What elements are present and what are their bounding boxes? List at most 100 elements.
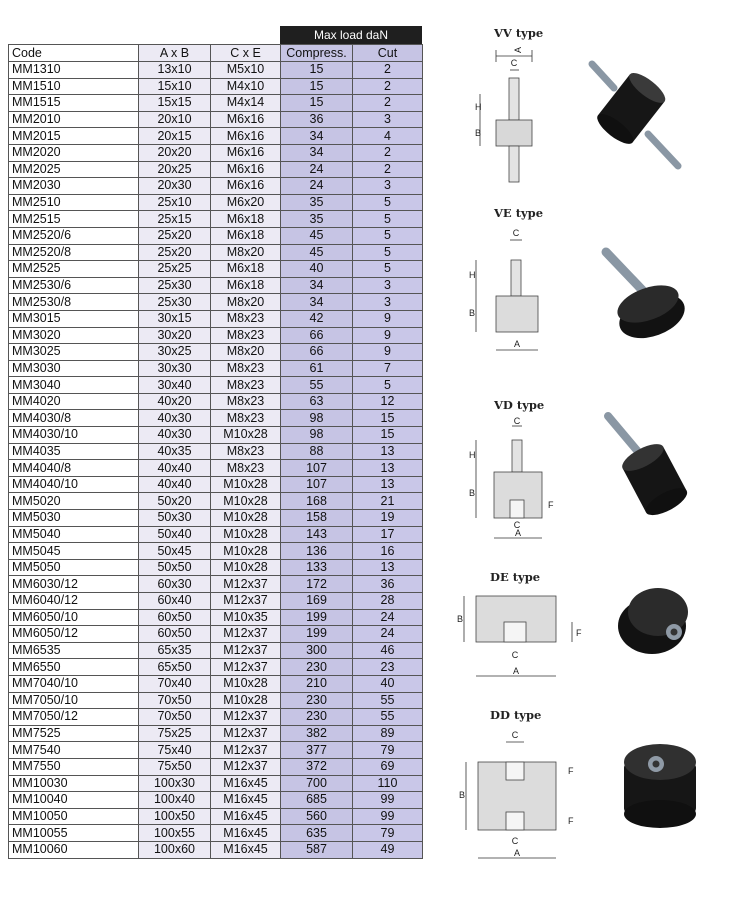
- cell-compress: 66: [280, 343, 353, 361]
- cell-code: MM7540: [8, 741, 139, 759]
- cell-ce: M6x18: [210, 226, 281, 245]
- cell-cut: 3: [352, 293, 423, 311]
- cell-ab: 25x30: [138, 293, 211, 311]
- cell-compress: 685: [280, 791, 353, 809]
- cell-ab: 20x25: [138, 160, 211, 179]
- cell-code: MM2015: [8, 127, 139, 145]
- cell-code: MM4035: [8, 442, 139, 461]
- cell-compress: 98: [280, 409, 353, 428]
- header-code: Code: [8, 44, 139, 62]
- cell-code: MM7040/10: [8, 674, 139, 693]
- cell-cut: 4: [352, 127, 423, 145]
- cell-compress: 66: [280, 326, 353, 345]
- cell-compress: 98: [280, 426, 353, 444]
- cell-ce: M12x37: [210, 708, 281, 726]
- cell-compress: 372: [280, 757, 353, 776]
- cell-cut: 19: [352, 509, 423, 527]
- cell-code: MM5050: [8, 558, 139, 577]
- max-load-header: Max load daN: [280, 26, 422, 44]
- cell-cut: 13: [352, 475, 423, 494]
- header-ce: C x E: [210, 44, 281, 62]
- cell-cut: 2: [352, 143, 423, 162]
- cell-ce: M6x16: [210, 160, 281, 179]
- cell-ab: 40x30: [138, 409, 211, 428]
- dd-dim-f-bottom: F: [568, 816, 574, 826]
- cell-cut: 55: [352, 691, 423, 710]
- cell-cut: 5: [352, 210, 423, 228]
- cell-ce: M10x28: [210, 475, 281, 494]
- cell-ab: 50x30: [138, 509, 211, 527]
- cell-ab: 50x45: [138, 542, 211, 560]
- cell-compress: 230: [280, 691, 353, 710]
- cell-code: MM3030: [8, 359, 139, 378]
- cell-code: MM6040/12: [8, 592, 139, 610]
- cell-code: MM5040: [8, 525, 139, 544]
- cell-ce: M6x16: [210, 110, 281, 129]
- cell-cut: 24: [352, 625, 423, 643]
- cell-ab: 100x55: [138, 824, 211, 842]
- cell-code: MM6030/12: [8, 575, 139, 593]
- cell-compress: 61: [280, 359, 353, 378]
- cell-ce: M12x37: [210, 575, 281, 593]
- cell-ab: 100x60: [138, 840, 211, 859]
- cell-ce: M6x16: [210, 143, 281, 162]
- cell-compress: 15: [280, 77, 353, 96]
- vd-type-product-image: [604, 412, 688, 516]
- cell-code: MM10055: [8, 824, 139, 842]
- ve-dim-h: H: [469, 270, 476, 280]
- cell-code: MM4040/10: [8, 475, 139, 494]
- cell-ab: 75x50: [138, 757, 211, 776]
- cell-ab: 40x20: [138, 392, 211, 411]
- cell-ab: 20x30: [138, 177, 211, 195]
- cell-cut: 110: [352, 774, 423, 793]
- cell-ab: 60x50: [138, 608, 211, 627]
- cell-code: MM10060: [8, 840, 139, 859]
- cell-compress: 169: [280, 592, 353, 610]
- cell-compress: 34: [280, 293, 353, 311]
- cell-ab: 40x30: [138, 426, 211, 444]
- cell-cut: 49: [352, 840, 423, 859]
- vv-type-diagram: A C H B: [475, 47, 533, 183]
- cell-cut: 2: [352, 160, 423, 179]
- vd-dim-c-top: C: [514, 416, 521, 426]
- cell-cut: 12: [352, 392, 423, 411]
- cell-cut: 3: [352, 276, 423, 295]
- vd-dim-b: B: [469, 488, 475, 498]
- cell-compress: 199: [280, 625, 353, 643]
- cell-compress: 63: [280, 392, 353, 411]
- cell-ce: M16x45: [210, 807, 281, 826]
- dd-dim-b: B: [459, 790, 465, 800]
- cell-cut: 69: [352, 757, 423, 776]
- cell-compress: 24: [280, 177, 353, 195]
- cell-code: MM3040: [8, 376, 139, 394]
- cell-ce: M10x35: [210, 608, 281, 627]
- cell-code: MM7550: [8, 757, 139, 776]
- cell-compress: 210: [280, 674, 353, 693]
- cell-compress: 199: [280, 608, 353, 627]
- cell-compress: 172: [280, 575, 353, 593]
- cell-ab: 100x50: [138, 807, 211, 826]
- cell-compress: 36: [280, 110, 353, 129]
- cell-compress: 143: [280, 525, 353, 544]
- cell-compress: 40: [280, 260, 353, 278]
- cell-compress: 700: [280, 774, 353, 793]
- cell-cut: 99: [352, 807, 423, 826]
- table-header-row: Code A x B C x E Compress. Cut: [8, 44, 423, 62]
- cell-ce: M16x45: [210, 824, 281, 842]
- vv-dim-b: B: [475, 128, 481, 138]
- cell-ce: M8x20: [210, 243, 281, 262]
- vd-dim-f: F: [548, 500, 554, 510]
